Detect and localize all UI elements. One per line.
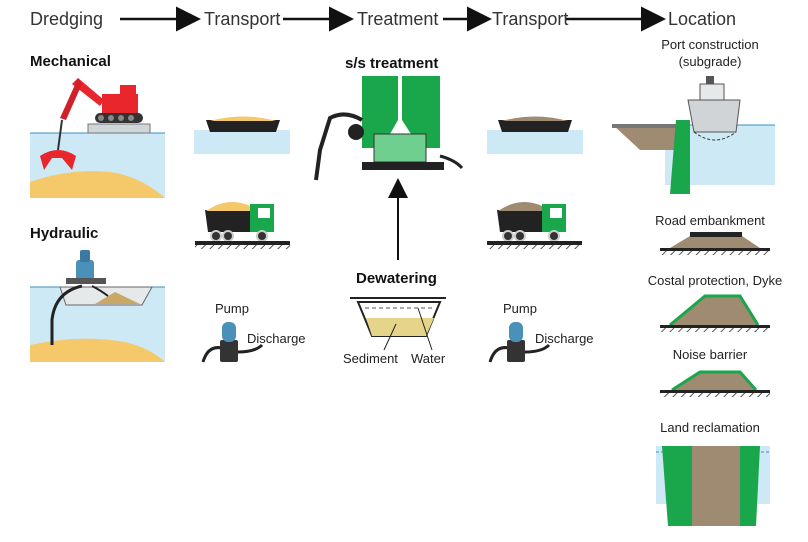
coastal-protection-illustration — [660, 294, 770, 332]
stage-transport-2: Transport — [492, 9, 569, 29]
coastal-protection-label: Costal protection, Dyke — [647, 273, 783, 288]
pump-label-1: Pump — [215, 301, 249, 316]
discharge-label-2: Discharge — [535, 331, 594, 346]
hydraulic-label: Hydraulic — [30, 225, 99, 242]
pump-1 — [201, 322, 264, 363]
road-embankment-illustration — [660, 232, 770, 255]
land-reclamation-label: Land reclamation — [660, 420, 760, 435]
stage-transport-1: Transport — [204, 9, 281, 29]
ss-treatment-plant — [314, 76, 464, 260]
discharge-label-1: Discharge — [247, 331, 306, 346]
truck-2 — [487, 202, 582, 249]
port-construction-illustration — [612, 76, 775, 194]
mechanical-dredging-illustration — [30, 78, 165, 198]
stage-location: Location — [668, 9, 737, 29]
truck-1 — [195, 202, 290, 249]
dewatering-basin — [350, 297, 446, 351]
water-label: Water — [411, 351, 446, 366]
barge-1 — [194, 116, 290, 154]
sediment-label: Sediment — [343, 351, 398, 366]
noise-barrier-illustration — [660, 370, 770, 397]
stage-dredging: Dredging — [30, 9, 104, 29]
road-embankment-label: Road embankment — [655, 213, 765, 228]
land-reclamation-illustration — [656, 446, 770, 526]
ss-treatment-label: s/s treatment — [345, 55, 439, 72]
hydraulic-dredging-illustration — [30, 250, 165, 362]
pump-2 — [488, 322, 551, 363]
dewatering-label: Dewatering — [356, 270, 437, 287]
barge-2 — [487, 116, 583, 154]
pump-label-2: Pump — [503, 301, 537, 316]
port-construction-label: Port construction — [661, 37, 759, 52]
mechanical-label: Mechanical — [30, 53, 111, 70]
noise-barrier-label: Noise barrier — [672, 347, 748, 362]
stage-treatment: Treatment — [357, 9, 439, 29]
port-subgrade-label: (subgrade) — [678, 54, 742, 69]
